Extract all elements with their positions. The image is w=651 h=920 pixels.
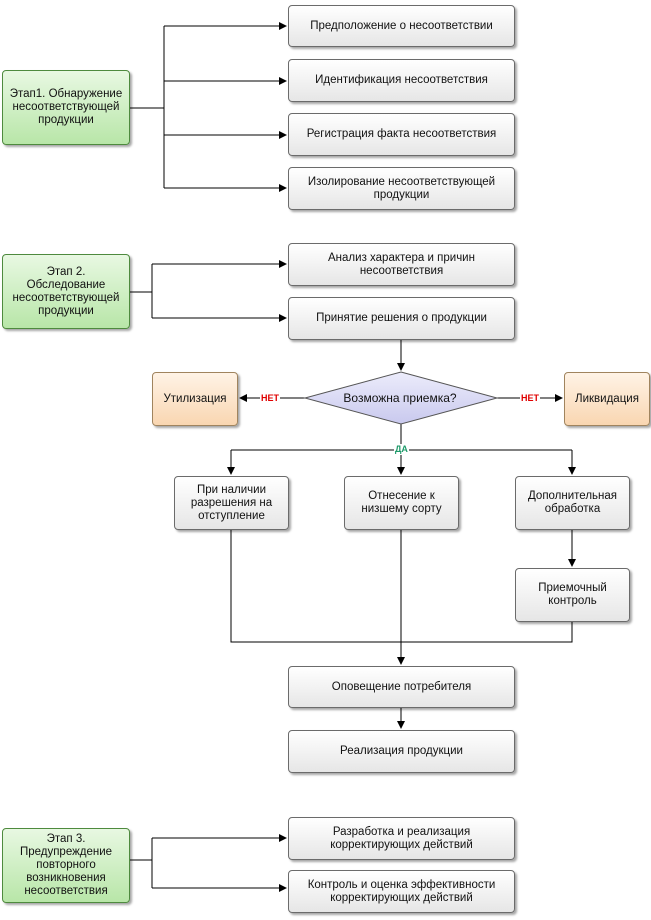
outcome-liquidation: Ликвидация xyxy=(564,372,650,426)
outcome-disposal: Утилизация xyxy=(152,372,238,426)
stage2-step-analysis: Анализ характера и причин несоответствия xyxy=(288,243,515,286)
branch-extra-processing: Дополнительная обработка xyxy=(515,476,630,530)
stage3-step-1: Разработка и реализация корректирующих д… xyxy=(288,817,515,860)
branch-deviation-permit: При наличии разрешения на отступление xyxy=(174,476,289,530)
stage1-trunk xyxy=(130,26,165,188)
stage2-step-decision: Принятие решения о продукции xyxy=(288,297,515,340)
acceptance-control: Приемочный контроль xyxy=(515,568,630,622)
yes-label: ДА xyxy=(394,444,409,455)
stage2-title: Этап 2. Обследование несоответствующей п… xyxy=(12,265,120,317)
stage3-step-2: Контроль и оценка эффективности корректи… xyxy=(288,870,515,913)
merge-right xyxy=(401,622,573,643)
stage1-title: Этап1. Обнаружение несоответствующей про… xyxy=(9,88,123,126)
decision-label: Возможна приемка? xyxy=(343,391,457,405)
product-sale: Реализация продукции xyxy=(288,730,515,773)
no-label-right: НЕТ xyxy=(520,393,540,404)
stage3-box: Этап 3. Предупреждение повторного возник… xyxy=(2,828,130,903)
merge-left xyxy=(230,530,401,643)
decision-diamond xyxy=(303,371,499,425)
stage1-step-2: Идентификация несоответствия xyxy=(288,59,515,102)
stage2-trunk xyxy=(130,264,153,318)
notify-consumer: Оповещение потребителя xyxy=(288,666,515,708)
stage2-box: Этап 2. Обследование несоответствующей п… xyxy=(2,254,130,329)
branch-lower-grade: Отнесение к низшему сорту xyxy=(344,476,459,530)
stage3-trunk xyxy=(130,838,153,888)
stage3-title: Этап 3. Предупреждение повторного возник… xyxy=(19,833,113,897)
stage1-step-1: Предположение о несоответствии xyxy=(288,5,515,47)
stage1-box: Этап1. Обнаружение несоответствующей про… xyxy=(2,70,130,145)
stage1-step-3: Регистрация факта несоответствия xyxy=(288,113,515,156)
stage1-step-4: Изолирование несоответствующей продукции xyxy=(288,167,515,210)
no-label-left: НЕТ xyxy=(260,393,280,404)
